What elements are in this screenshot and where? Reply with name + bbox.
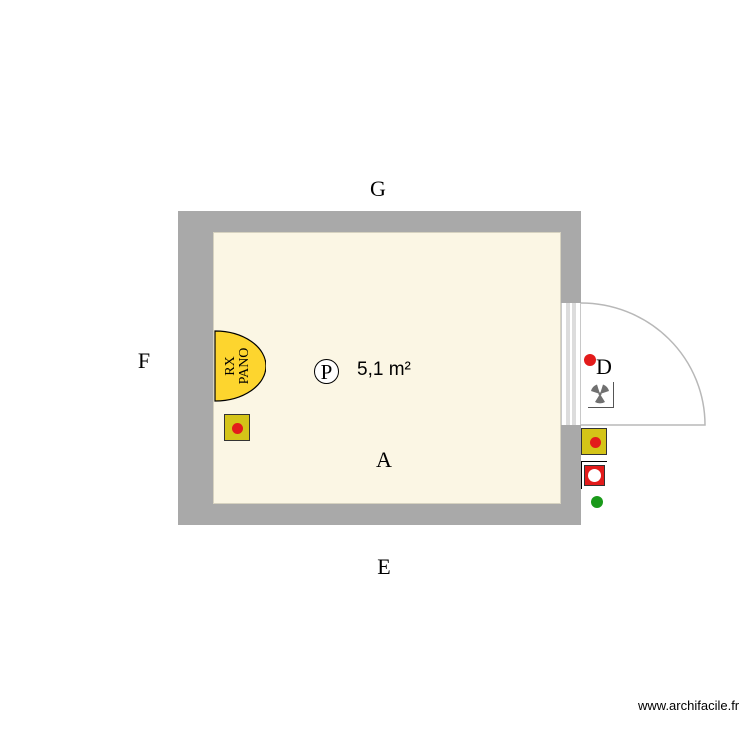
door-leaf-stripe <box>566 303 570 425</box>
wall-label-bottom-outside: E <box>377 554 391 579</box>
electrical-outlet-left[interactable] <box>224 414 250 441</box>
red-indicator-dot-door[interactable] <box>584 354 596 366</box>
wall-label-bottom-inside: A <box>376 447 392 472</box>
wall-right-lower <box>561 425 581 525</box>
xray-label-line1: RX <box>223 356 238 376</box>
room-floor[interactable] <box>213 232 561 504</box>
red-indicator-dot <box>590 437 601 448</box>
wall-top <box>178 211 581 232</box>
door-swing-arc[interactable] <box>580 302 710 428</box>
wall-label-left: F <box>137 348 151 373</box>
electrical-outlet-right[interactable] <box>581 428 607 455</box>
emergency-button-frame <box>581 461 607 489</box>
red-indicator-dot <box>232 423 243 434</box>
door-leaf-stripe <box>572 303 576 425</box>
green-indicator-dot[interactable] <box>591 496 603 508</box>
wall-label-top: G <box>370 176 386 201</box>
emergency-button-center <box>588 469 601 482</box>
xray-label-line2: PANO <box>237 347 252 385</box>
door-frame[interactable] <box>561 303 581 425</box>
room-area-label: 5,1 m² <box>357 359 411 380</box>
watermark[interactable]: www.archifacile.fr <box>638 698 740 713</box>
radiation-icon-glyph <box>591 384 609 404</box>
emergency-stop-button[interactable] <box>584 465 605 486</box>
xray-pano-unit[interactable]: RX PANO <box>214 330 266 402</box>
wall-bottom <box>178 504 581 525</box>
radiation-trefoil-icon[interactable] <box>588 382 614 408</box>
xray-unit-shape <box>214 330 266 402</box>
wall-left <box>178 211 213 525</box>
xray-unit-label: RX PANO <box>223 330 252 402</box>
wall-right-upper <box>561 211 581 303</box>
wall-label-right: D <box>596 354 612 379</box>
room-type-symbol: P <box>314 359 339 384</box>
